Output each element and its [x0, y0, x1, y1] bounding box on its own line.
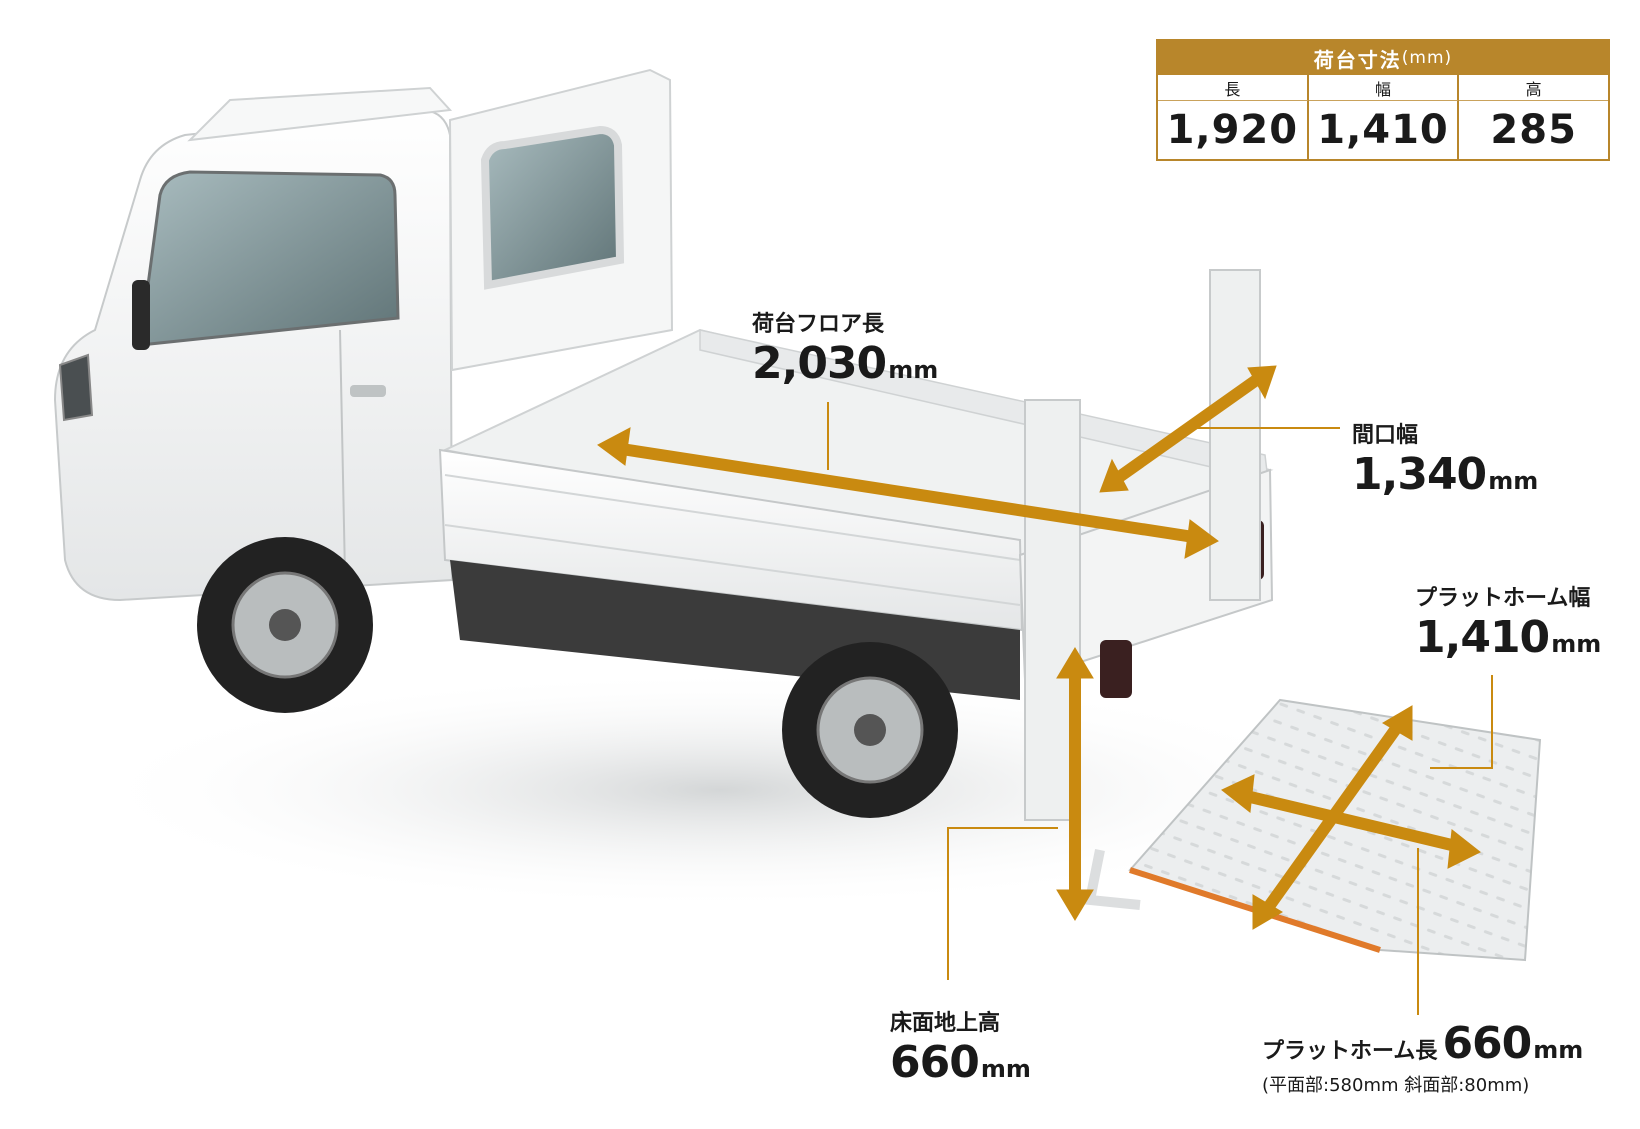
table-title-unit: (mm) — [1401, 48, 1453, 68]
value-length: 1,920 — [1158, 101, 1309, 159]
platform-length-unit: mm — [1533, 1036, 1584, 1064]
value-width: 1,410 — [1309, 101, 1460, 159]
header-length: 長 — [1158, 75, 1309, 101]
floor-length-name: 荷台フロア長 — [752, 312, 885, 337]
floor-height-label: 床面地上高 660mm — [890, 1005, 1031, 1088]
platform-length-value: 660 — [1442, 1018, 1532, 1069]
front-wheel — [197, 537, 373, 713]
floor-length-unit: mm — [888, 356, 939, 384]
floor-length-arrow — [597, 427, 1219, 559]
floor-height-name: 床面地上高 — [890, 1011, 1001, 1036]
floor-length-value: 2,030 — [752, 338, 887, 389]
floor-height-arrow — [1056, 647, 1094, 921]
table-value-row: 1,920 1,410 285 — [1158, 101, 1608, 159]
platform-width-unit: mm — [1551, 630, 1602, 658]
truck-cab — [53, 86, 454, 602]
floor-length-label: 荷台フロア長 2,030mm — [752, 306, 938, 389]
header-width: 幅 — [1308, 75, 1460, 101]
platform-length-arrow — [1252, 705, 1413, 930]
leader-lines — [827, 402, 1493, 1015]
lift-platform — [1084, 698, 1542, 962]
cargo-dimension-table: 荷台寸法 (mm) 長 幅 高 1,920 1,410 285 — [1156, 39, 1610, 161]
opening-width-unit: mm — [1488, 467, 1539, 495]
floor-height-unit: mm — [980, 1055, 1031, 1083]
table-title-text: 荷台寸法 — [1313, 47, 1402, 72]
platform-length-note: (平面部:580mm 斜面部:80mm) — [1262, 1075, 1530, 1096]
platform-width-value: 1,410 — [1415, 612, 1550, 663]
cargo-bed — [438, 68, 1274, 821]
table-header-row: 長 幅 高 — [1158, 75, 1609, 101]
opening-width-name: 間口幅 — [1352, 423, 1419, 448]
platform-length-label: プラットホーム長 660mm (平面部:580mm 斜面部:80mm) — [1262, 1018, 1583, 1097]
opening-width-value: 1,340 — [1352, 449, 1487, 500]
floor-height-value: 660 — [890, 1037, 980, 1088]
rear-wheel — [782, 642, 958, 818]
platform-length-name: プラットホーム長 — [1262, 1039, 1438, 1064]
table-title: 荷台寸法 (mm) — [1158, 41, 1608, 75]
platform-width-name: プラットホーム幅 — [1415, 586, 1591, 611]
opening-width-label: 間口幅 1,340mm — [1352, 417, 1538, 500]
value-height: 285 — [1490, 107, 1577, 153]
platform-width-arrow — [1221, 774, 1481, 869]
header-height: 高 — [1459, 75, 1609, 101]
platform-width-label: プラットホーム幅 1,410mm — [1415, 580, 1601, 663]
